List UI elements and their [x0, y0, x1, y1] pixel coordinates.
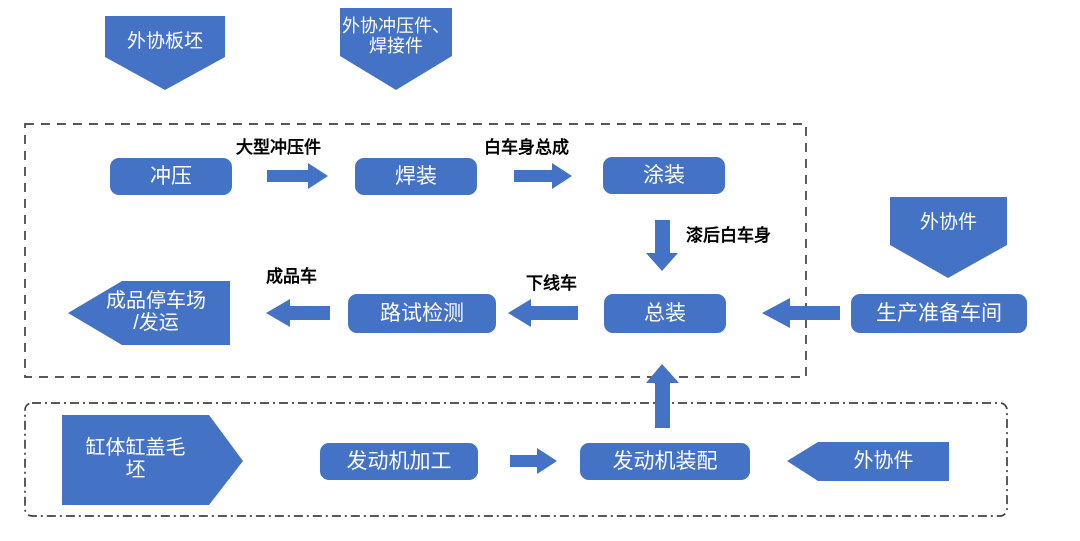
node-painting[interactable]: 涂装	[603, 157, 725, 194]
edge-label-test-to-lot: 成品车	[266, 267, 317, 286]
shape-input-blank	[105, 16, 225, 90]
shape-cylinder-blank	[62, 415, 243, 505]
node-welding[interactable]: 焊装	[355, 158, 477, 195]
edge-label-weld-to-paint: 白车身总成	[484, 138, 569, 157]
arrow-production-prep-to-final-assembly	[762, 298, 840, 328]
shape-finished-lot	[68, 281, 230, 345]
container-vehicle-assembly-area	[24, 123, 807, 378]
node-engine-machining[interactable]: 发动机加工	[320, 443, 478, 480]
arrow-road-test-to-finished-lot	[266, 299, 330, 327]
container-engine-area	[24, 402, 1008, 517]
arrow-engine-to-final-assembly	[646, 364, 679, 428]
arrow-welding-to-painting	[514, 163, 572, 189]
arrow-stamping-to-welding	[267, 163, 328, 189]
edge-label-assy-to-test: 下线车	[526, 274, 577, 293]
node-engine-assembly[interactable]: 发动机装配	[580, 443, 750, 480]
node-road-test[interactable]: 路试检测	[348, 294, 496, 333]
arrow-machining-to-engine-assembly	[510, 448, 557, 474]
arrow-final-assembly-to-road-test	[508, 299, 578, 327]
shape-input-outsourced-parts	[890, 197, 1007, 278]
node-stamping[interactable]: 冲压	[110, 158, 232, 195]
edge-label-stamp-to-weld: 大型冲压件	[236, 138, 321, 157]
node-production-prep[interactable]: 生产准备车间	[851, 294, 1027, 333]
node-final-assembly[interactable]: 总装	[604, 294, 726, 333]
arrow-painting-to-final-assembly	[646, 220, 678, 271]
shape-input-stamp-weld	[340, 8, 452, 90]
edge-label-paint-to-assy: 漆后白车身	[686, 226, 771, 245]
shape-input-engine-outsourced	[787, 442, 949, 481]
